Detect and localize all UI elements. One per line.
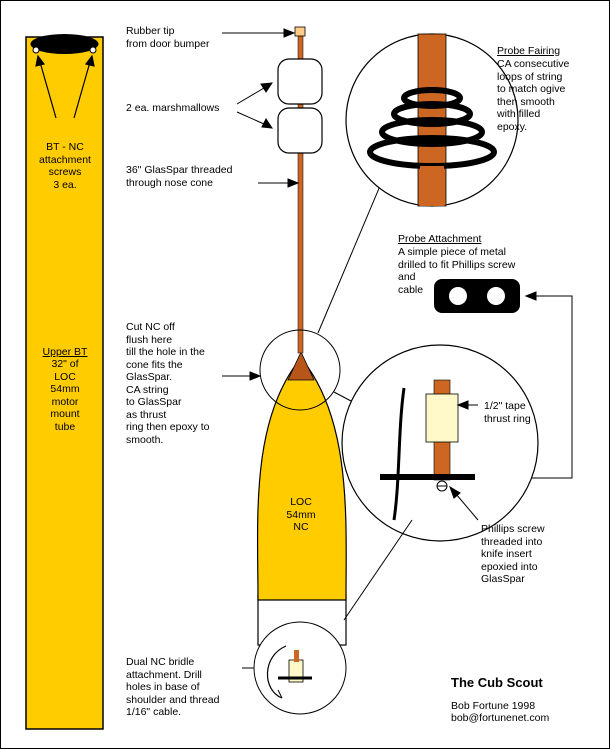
marshmallow-top	[277, 58, 323, 105]
marshmallow-bottom	[277, 107, 323, 154]
rubber-tip	[294, 26, 306, 37]
author-label: Bob Fortune 1998	[451, 700, 536, 712]
diagram-title: The Cub Scout	[451, 675, 543, 690]
nose-cone	[256, 357, 347, 601]
probe-attachment-desc: A simple piece of metal drilled to fit P…	[398, 246, 516, 296]
cut-nc-label: Cut NC off flush here till the hole in t…	[126, 321, 210, 446]
rubber-tip-label: Rubber tip from door bumper	[126, 25, 210, 50]
probe-attachment-plate	[434, 279, 520, 313]
marshmallows-label: 2 ea. marshmallows	[126, 102, 220, 114]
tip-callout-circle	[259, 329, 341, 411]
bridle-label: Dual NC bridle attachment. Drill holes i…	[126, 656, 220, 718]
email-label: bob@fortunenet.com	[451, 712, 550, 724]
nose-cone-tip	[287, 351, 315, 381]
screw-hole-left	[32, 46, 40, 54]
phillips-screw-label: Phillips screw threaded into knife inser…	[481, 523, 545, 585]
probe-attachment-title: Probe Attachment	[398, 233, 482, 245]
probe-fairing-desc: CA consecutive loops of string to match …	[497, 58, 570, 133]
bt-nc-screws-label: BT - NC attachment screws 3 ea.	[39, 141, 91, 191]
screw-hole-right	[89, 46, 97, 54]
nose-cone-label: LOC 54mm NC	[286, 496, 316, 533]
upper-bt-desc: 32" of LOC 54mm motor mount tube	[50, 358, 80, 433]
thrust-ring-detail	[341, 344, 539, 542]
bridle-detail	[253, 621, 347, 715]
glasspar-label: 36" GlasSpar threaded through nose cone	[126, 164, 233, 189]
upper-bt-title: Upper BT	[42, 346, 88, 358]
probe-fairing-detail	[345, 33, 519, 207]
upper-body-tube	[25, 34, 104, 730]
detail-arrows	[449, 400, 479, 521]
tape-ring-label: 1/2" tape thrust ring	[484, 400, 531, 425]
screw-arrows	[35, 54, 95, 119]
probe-fairing-title: Probe Fairing	[497, 45, 561, 57]
